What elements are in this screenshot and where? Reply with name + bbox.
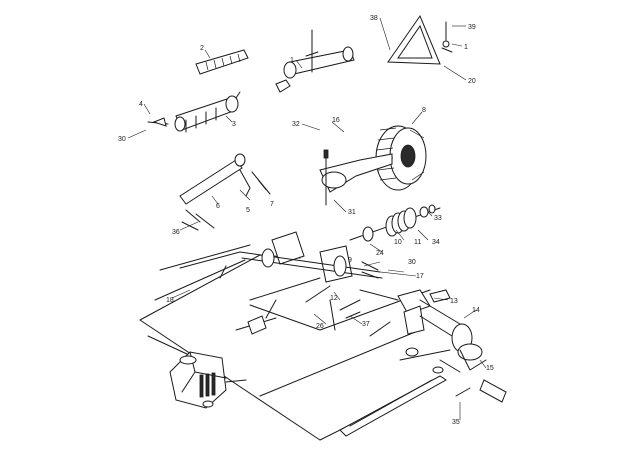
callout-20: 20 bbox=[468, 78, 476, 85]
callout-labels: 2 1 4 3 30 32 16 8 31 10 11 34 33 24 9 3… bbox=[118, 15, 494, 426]
callout-6: 6 bbox=[216, 203, 220, 210]
callout-4: 4 bbox=[139, 101, 143, 108]
callout-10: 10 bbox=[394, 239, 402, 246]
callout-14: 14 bbox=[472, 307, 480, 314]
callout-1: 1 bbox=[290, 57, 294, 64]
callout-24: 24 bbox=[376, 250, 384, 257]
callout-11: 11 bbox=[414, 239, 421, 246]
callout-38: 38 bbox=[370, 15, 378, 22]
spring-assembly bbox=[349, 204, 441, 242]
actuator-cylinder bbox=[147, 91, 241, 133]
callout-2: 2 bbox=[200, 45, 204, 52]
callout-26: 26 bbox=[316, 323, 324, 330]
callout-5: 5 bbox=[246, 207, 250, 214]
callout-36: 36 bbox=[172, 229, 180, 236]
right-hub-assembly bbox=[359, 289, 507, 403]
callout-31: 31 bbox=[348, 209, 356, 216]
pins-and-bolts bbox=[219, 261, 471, 397]
lever-linkage bbox=[179, 153, 271, 231]
callout-30-right: 30 bbox=[408, 259, 416, 266]
callout-18: 18 bbox=[166, 297, 174, 304]
mower-deck-frame bbox=[139, 244, 441, 441]
callout-17: 17 bbox=[416, 273, 424, 280]
callout-33: 33 bbox=[434, 215, 442, 222]
callout-15: 15 bbox=[486, 365, 494, 372]
callout-30-left: 30 bbox=[118, 136, 126, 143]
callout-7: 7 bbox=[270, 201, 274, 208]
callout-37: 37 bbox=[362, 321, 370, 328]
leader-lines bbox=[127, 17, 487, 420]
callout-12: 12 bbox=[330, 295, 338, 302]
callout-1-sign: 1 bbox=[464, 44, 468, 51]
callout-8: 8 bbox=[422, 107, 426, 114]
callout-34-right: 34 bbox=[432, 239, 440, 246]
callout-9: 9 bbox=[348, 257, 352, 264]
skid-rail bbox=[339, 347, 451, 437]
warning-triangle-sign bbox=[387, 14, 453, 65]
callout-35: 35 bbox=[452, 419, 460, 426]
callout-16: 16 bbox=[332, 117, 340, 124]
spindle-arm bbox=[319, 149, 393, 206]
callout-32: 32 bbox=[292, 121, 300, 128]
hitch-bracket bbox=[275, 29, 355, 93]
handle-grip bbox=[195, 49, 249, 75]
callout-3: 3 bbox=[232, 121, 236, 128]
callout-39: 39 bbox=[468, 24, 476, 31]
gearbox-left bbox=[169, 351, 247, 409]
callout-13: 13 bbox=[450, 298, 458, 305]
center-drive-assembly bbox=[179, 231, 383, 335]
